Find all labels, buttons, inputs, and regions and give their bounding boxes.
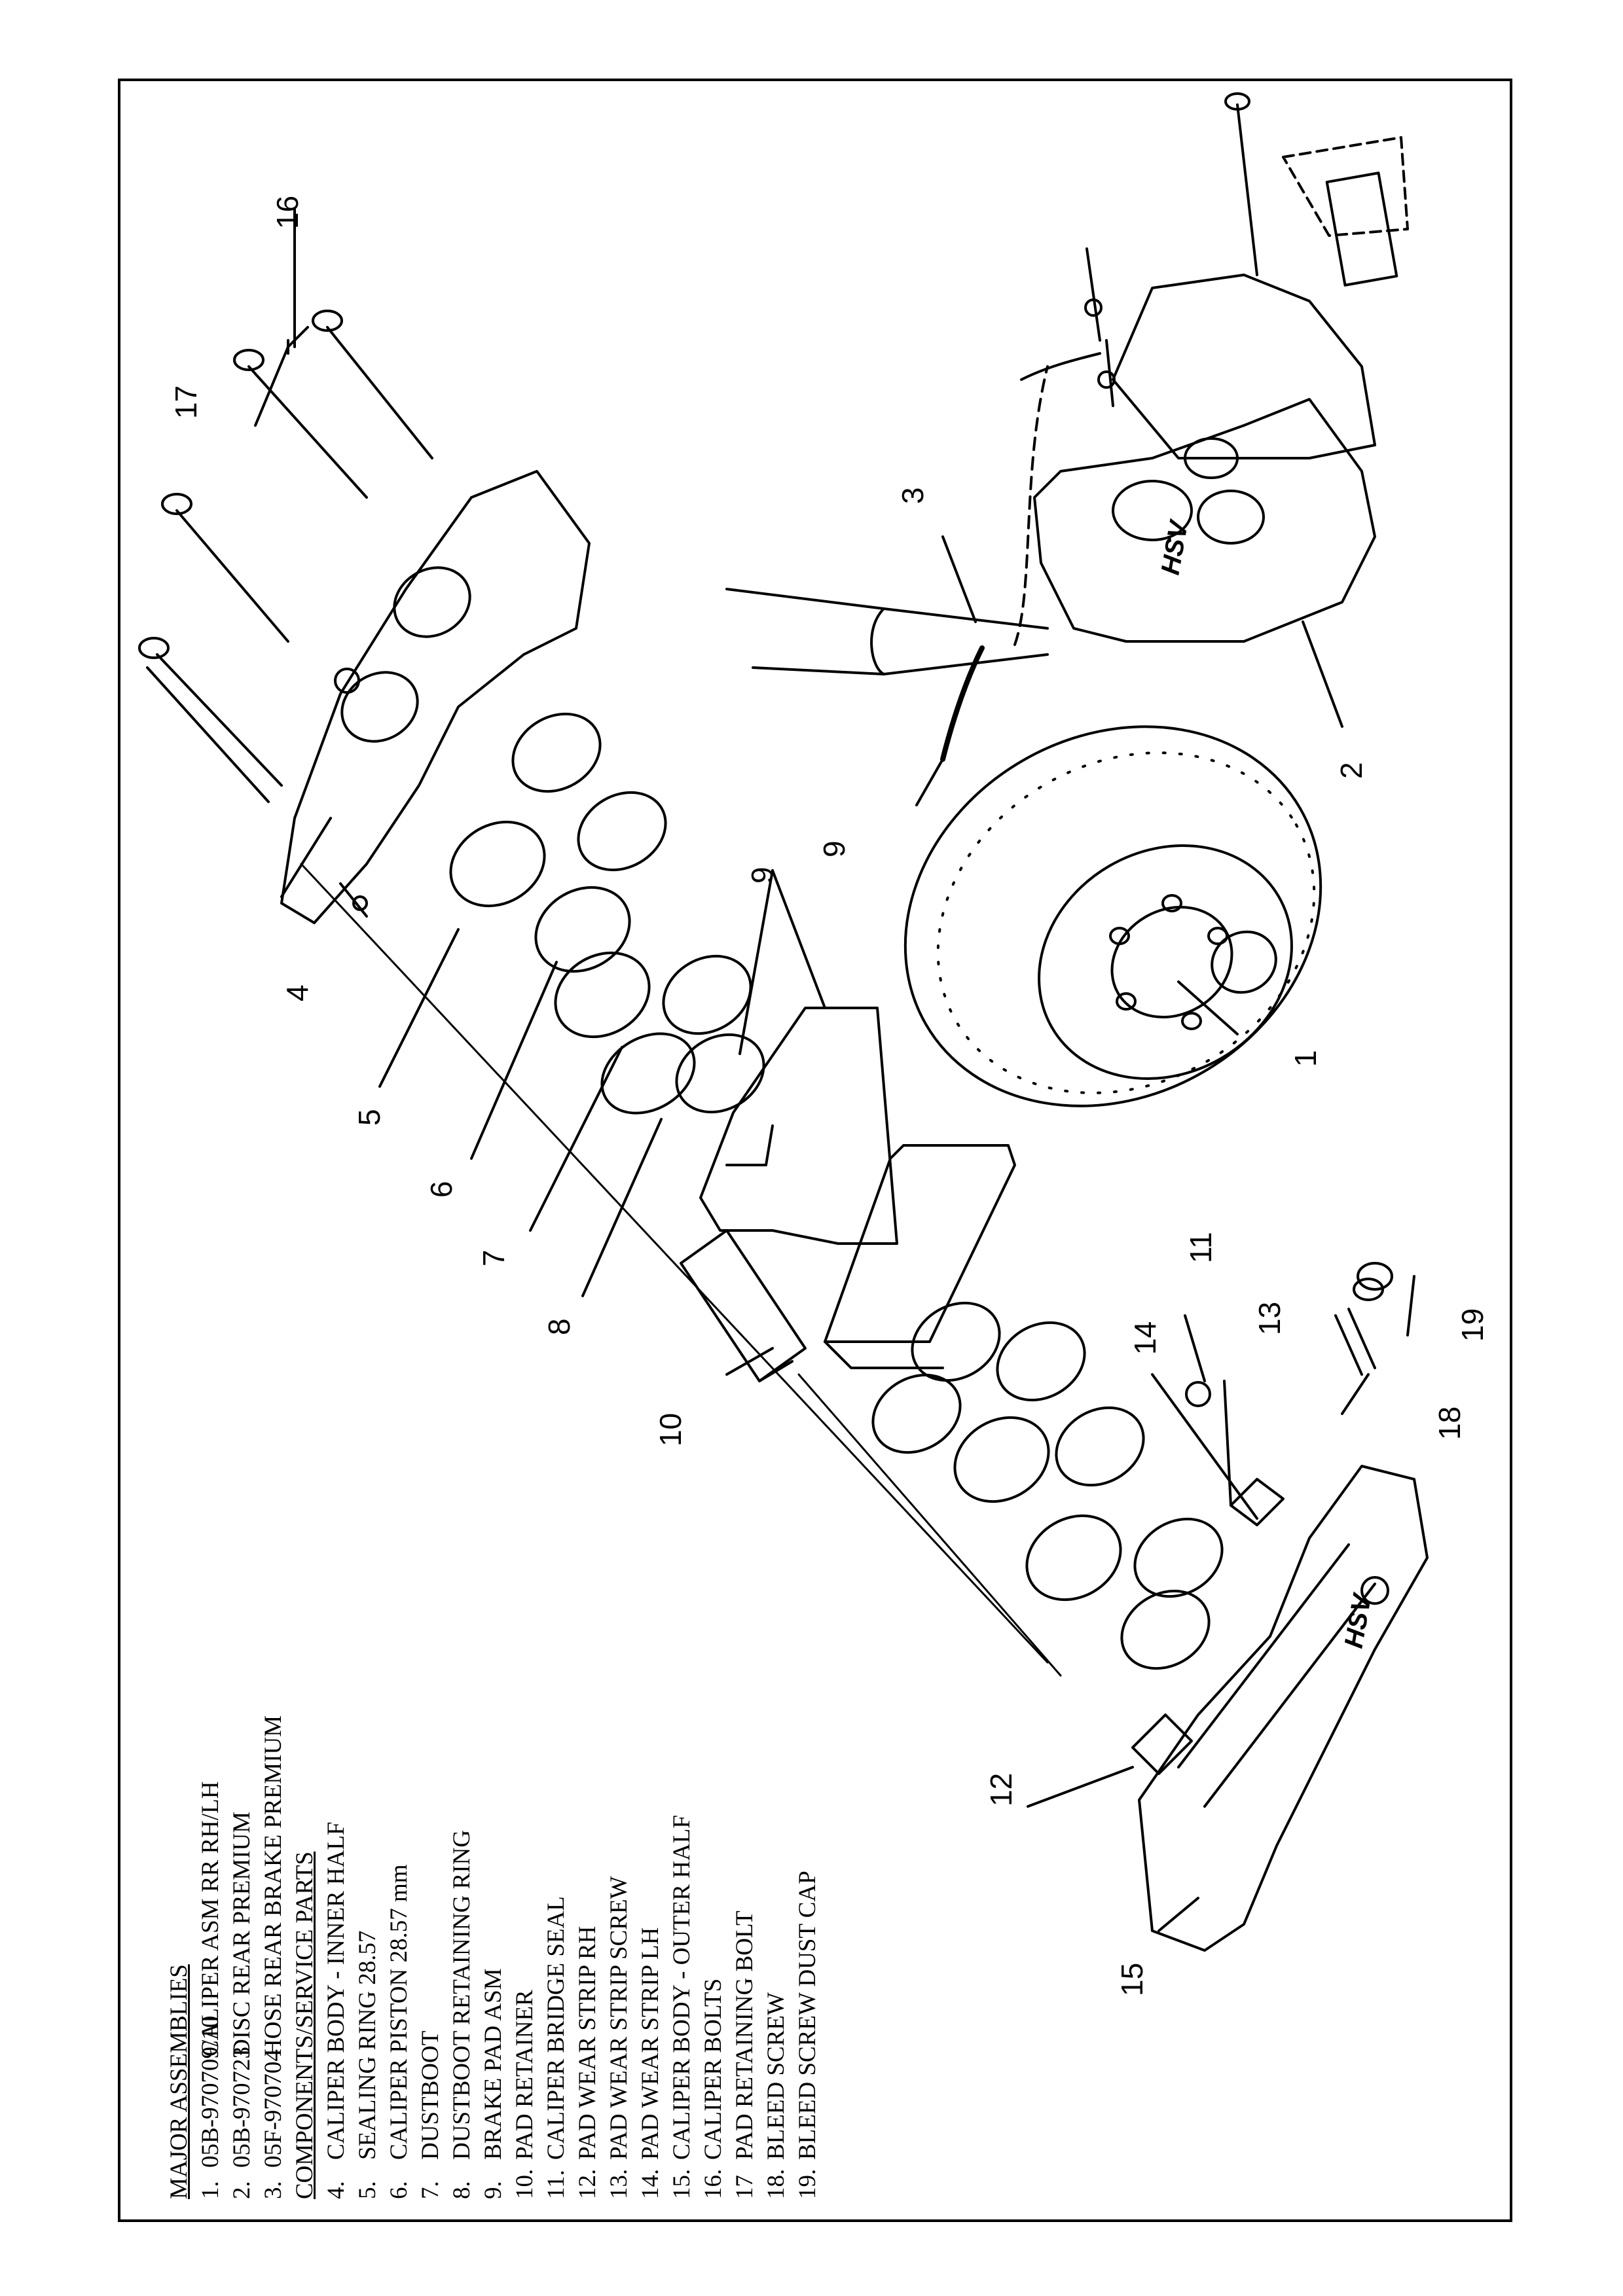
component-row-9: 9.BRAKE PAD ASM (480, 1968, 507, 2199)
pad-wear-strip-lh (1230, 1478, 1285, 1526)
callout-7: 7 (477, 1249, 511, 1266)
hsv-logo-inner: HSV (1156, 517, 1194, 577)
brake-pad-lower (824, 1144, 1016, 1369)
callout-9a: 9 (817, 840, 851, 857)
callout-14: 14 (1128, 1321, 1162, 1355)
diagram-frame (118, 79, 1512, 2222)
component-row-8: 8.DUSTBOOT RETAINING RING (448, 1829, 475, 2199)
callout-4: 4 (280, 984, 314, 1001)
component-row-14: 14.PAD WEAR STRIP LH (637, 1927, 664, 2199)
component-row-10: 10.PAD RETAINER (511, 1990, 538, 2199)
caliper-outer-half (1138, 1465, 1429, 1952)
hsv-logo-outer: HSV (1340, 1590, 1377, 1651)
brake-hose (725, 352, 1101, 806)
bridge-seal (1185, 1381, 1211, 1407)
component-row-4: 4.CALIPER BODY - INNER HALF (323, 1821, 350, 2199)
callout-11: 11 (1184, 1232, 1218, 1263)
callout-3: 3 (896, 487, 930, 504)
bleed-screw (1334, 1262, 1393, 1376)
callout-16: 16 (270, 196, 304, 229)
callout-1: 1 (1288, 1050, 1322, 1067)
component-row-13: 13.PAD WEAR STRIP SCREW (606, 1876, 632, 2199)
components-heading: COMPONENTS/SERVICE PARTS (291, 1851, 318, 2199)
callout-2: 2 (1334, 762, 1368, 779)
callout-5: 5 (352, 1109, 386, 1126)
assembled-caliper (1033, 274, 1376, 643)
component-row-5: 5.SEALING RING 28.57 (354, 1930, 381, 2199)
callout-18: 18 (1432, 1407, 1467, 1440)
brake-disc (903, 725, 1322, 1107)
component-row-19: 19.BLEED SCREW DUST CAP (794, 1871, 821, 2199)
caliper-bolts (138, 310, 433, 803)
pad-wear-strip-rh (1131, 1713, 1193, 1775)
callout-12: 12 (984, 1773, 1018, 1806)
callout-19: 19 (1455, 1308, 1489, 1342)
component-row-15: 15.CALIPER BODY - OUTER HALF (668, 1815, 695, 2199)
outer-piston-stack (871, 1301, 1224, 1670)
retaining-bolt-top (1224, 92, 1409, 287)
wear-strip-screw-top (1084, 247, 1116, 407)
component-row-12: 12.PAD WEAR STRIP RH (574, 1926, 601, 2199)
component-row-18: 18.BLEED SCREW (763, 1992, 790, 2199)
callout-6: 6 (424, 1181, 458, 1198)
inner-piston-stack (449, 712, 765, 1115)
major-assemblies-heading: MAJOR ASSEMBLIES (166, 1964, 192, 2199)
callout-10: 10 (653, 1413, 687, 1446)
callout-9b: 9 (745, 867, 779, 884)
callout-17: 17 (169, 386, 203, 419)
component-row-6: 6.CALIPER PISTON 28.57 mm (386, 1864, 412, 2199)
component-row-11: 11.CALIPER BRIDGE SEAL (543, 1896, 570, 2199)
callout-8: 8 (542, 1318, 576, 1335)
callout-13: 13 (1252, 1302, 1286, 1335)
callout-15: 15 (1115, 1963, 1149, 1996)
component-row-7: 7.DUSTBOOT (417, 2030, 444, 2199)
brake-pad-upper (699, 1007, 898, 1245)
caliper-inner-half (280, 470, 591, 924)
component-row-16: 16.CALIPER BOLTS (700, 1978, 727, 2199)
